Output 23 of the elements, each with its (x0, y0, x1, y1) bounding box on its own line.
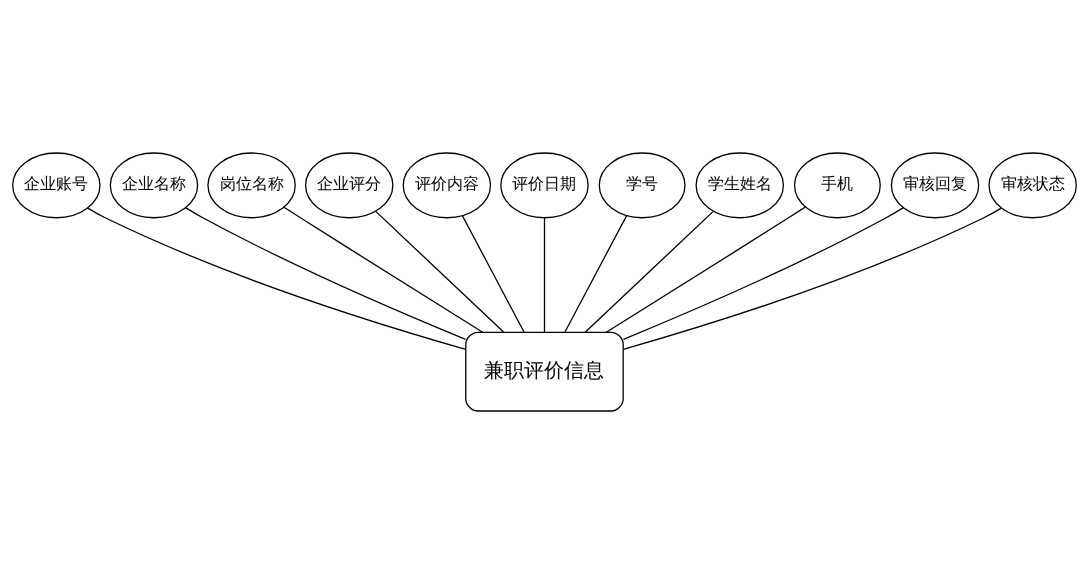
node-ellipse: 企业评分 (304, 151, 394, 218)
node-ellipse: 评价内容 (402, 151, 492, 218)
node-ellipse: 审核回复 (890, 151, 980, 218)
connector (87, 206, 467, 350)
connector (461, 214, 525, 333)
node-ellipse: 手机 (793, 151, 881, 218)
connector (543, 216, 546, 333)
node-ellipse: 岗位名称 (207, 151, 296, 218)
connector (184, 206, 467, 340)
connector (564, 214, 628, 333)
node-ellipse: 企业名称 (109, 151, 199, 218)
connector (622, 206, 905, 340)
node-ellipse: 学号 (598, 151, 686, 218)
node-box: 兼职评价信息 (465, 331, 624, 412)
connector (375, 210, 505, 333)
connector (622, 206, 1002, 350)
connector (605, 205, 807, 333)
node-ellipse: 学生姓名 (695, 151, 785, 218)
node-ellipse: 审核状态 (988, 151, 1077, 218)
node-ellipse: 评价日期 (500, 151, 589, 218)
connector (584, 210, 714, 333)
node-ellipse: 企业账号 (12, 151, 101, 218)
connector (283, 206, 484, 333)
